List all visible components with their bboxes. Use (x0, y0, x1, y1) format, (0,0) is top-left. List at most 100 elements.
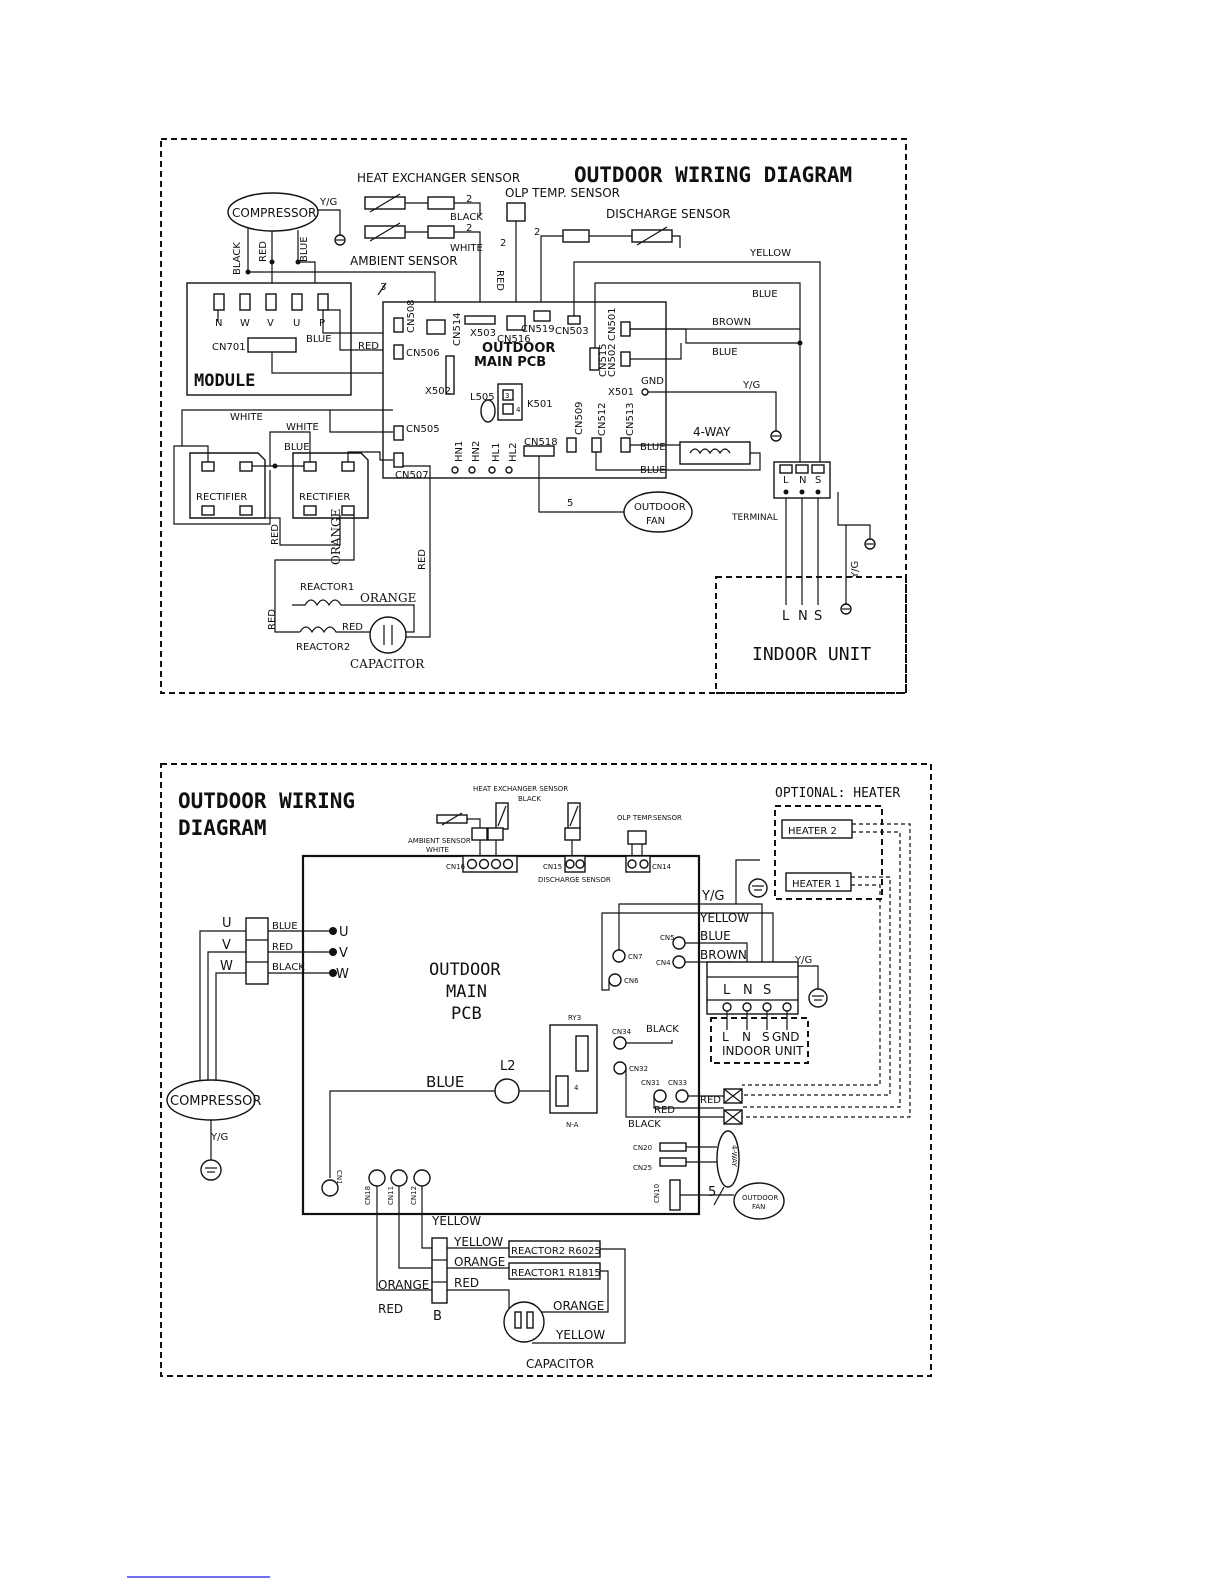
cn509-label: CN509 (574, 401, 585, 435)
compressor-2-yg: Y/G (210, 1132, 228, 1143)
rect-white-2: WHITE (286, 422, 319, 433)
cn516-label: CN516 (497, 334, 531, 345)
comp-black-label: BLACK (232, 242, 243, 275)
uvw-right-v: V (339, 946, 348, 961)
na-label: N-A (566, 1121, 579, 1129)
term2-s: S (763, 983, 771, 998)
comp-blue-label: BLUE (299, 236, 310, 262)
b-red: RED (454, 1276, 479, 1290)
b-orange: ORANGE (454, 1255, 505, 1269)
fan1-line1: OUTDOOR (634, 502, 686, 513)
terminal-label-1: TERMINAL (731, 513, 778, 523)
ground-symbol-terminal (840, 538, 876, 615)
cn512-label: CN512 (597, 402, 608, 436)
outdoor-wiring-diagram-1: OUTDOOR WIRING DIAGRAM COMPRESSOR Y/G BL… (160, 138, 907, 694)
module-pin-w: W (240, 318, 250, 329)
term1-l: L (783, 475, 789, 486)
ground-symbol-compressor-2 (200, 1159, 222, 1181)
cn507-label: CN507 (395, 470, 429, 481)
cn34-black: BLACK (646, 1024, 679, 1035)
rect-blue: BLUE (284, 442, 310, 453)
diagram1-frame (160, 138, 907, 694)
heater-1-label: HEATER 1 (792, 879, 841, 890)
olp-2-label: 2 (500, 238, 506, 249)
amb-2-label: 2 (466, 223, 472, 234)
reactor2-2-label: REACTOR2 R6025 (511, 1246, 601, 1257)
term1-s: S (815, 475, 821, 486)
k501-pin3: 3 (505, 392, 509, 400)
cn1-pad (321, 1179, 339, 1197)
olp-sensor-label-1: OLP TEMP. SENSOR (505, 186, 620, 200)
indoor-unit-1-box (715, 576, 907, 694)
cn15-label: CN15 (543, 863, 562, 871)
compressor-2-label: COMPRESSOR (170, 1094, 261, 1109)
module-pin-n: N (215, 318, 222, 329)
k501-pin4: 4 (516, 406, 521, 414)
cap-yellow: YELLOW (555, 1328, 605, 1342)
x502-label: X502 (425, 386, 451, 397)
pcb1-connectors: CN508 CN506 CN514 X503 CN516 CN519 CN503… (393, 299, 664, 481)
cn10-label: CN10 (653, 1184, 661, 1203)
cn32-label: CN32 (629, 1065, 648, 1073)
pcb1-line1: OUTDOOR (482, 341, 555, 356)
rect-white-1: WHITE (230, 412, 263, 423)
reactor1-label: REACTOR1 (300, 582, 354, 593)
cn4-label: CN4 (656, 959, 671, 967)
outdoor-wiring-diagram-2: OUTDOOR WIRING DIAGRAM OPTIONAL: HEATER … (160, 763, 932, 1377)
x503-label: X503 (470, 328, 496, 339)
pcb2-sensor-connectors: CN16 CN15 DISCHARGE SENSOR OLP TEMP.SENS… (436, 802, 682, 884)
optional-heater-box (774, 805, 883, 900)
pcb2-brown-label: BROWN (700, 948, 747, 962)
rect-red-2: RED (417, 549, 428, 570)
module-pin-p: P (319, 318, 325, 329)
cn506-label: CN506 (406, 348, 440, 359)
cn518-label: CN518 (524, 437, 558, 448)
compressor-1-label: COMPRESSOR (232, 206, 316, 220)
diagram2-title-line2: DIAGRAM (178, 816, 267, 840)
uvw-left-u: U (222, 916, 232, 931)
pcb1-yellow-label: YELLOW (749, 248, 791, 259)
pcb2-line3: PCB (451, 1004, 482, 1024)
term2-l: L (723, 983, 731, 998)
pcb2-line1: OUTDOOR (429, 960, 501, 980)
indoor-unit-2-box (710, 1017, 809, 1064)
cn12-yellow: YELLOW (431, 1214, 481, 1228)
comp-red-label: RED (258, 241, 269, 262)
k501-label: K501 (527, 399, 553, 410)
ambient-sensor-label-1: AMBIENT SENSOR (350, 254, 458, 268)
l505-label: L505 (470, 392, 495, 403)
amb-sensor-2-label: AMBIENT SENSOR (408, 837, 471, 845)
module-blue-label: BLUE (306, 334, 332, 345)
cn7-label: CN7 (628, 953, 643, 961)
cn20-label: CN20 (633, 1144, 652, 1152)
fan1-5-label: 5 (567, 498, 573, 509)
reactor-red-left: RED (267, 609, 278, 630)
indoor2-gnd: GND (772, 1030, 800, 1044)
compressor-1 (227, 192, 319, 232)
indoor2-s: S (762, 1030, 770, 1044)
hn2-label: HN2 (471, 441, 482, 462)
cn33-red: RED (700, 1095, 721, 1106)
indoor2-l: L (722, 1030, 729, 1044)
he-black-label: BLACK (450, 212, 483, 223)
uvw-right-u: U (339, 925, 349, 940)
indoor2-n: N (742, 1030, 751, 1044)
olp-red-label: RED (494, 270, 505, 291)
pcb1-yg-label: Y/G (742, 380, 760, 391)
ambient-sensor-1 (364, 222, 481, 320)
heat-exchanger-sensor-label-1: HEAT EXCHANGER SENSOR (357, 171, 520, 185)
x501-label: X501 (608, 387, 634, 398)
pcb2-blue-label: BLUE (426, 1073, 464, 1091)
module-red-label: RED (358, 341, 379, 352)
dis-2-label: 2 (534, 227, 540, 238)
four-way-valve-2 (716, 1130, 740, 1188)
fourway-blue2: BLUE (640, 465, 666, 476)
olp-sensor-2-label: OLP TEMP.SENSOR (617, 814, 682, 822)
amb-white-label: WHITE (450, 243, 483, 254)
rect-orange-label: ORANGE (329, 509, 343, 565)
l2-inductor (494, 1078, 520, 1104)
cn32-black: BLACK (628, 1119, 661, 1130)
cn33-label: CN33 (668, 1079, 687, 1087)
pcb2-cn-blue: BLUE (700, 929, 731, 943)
